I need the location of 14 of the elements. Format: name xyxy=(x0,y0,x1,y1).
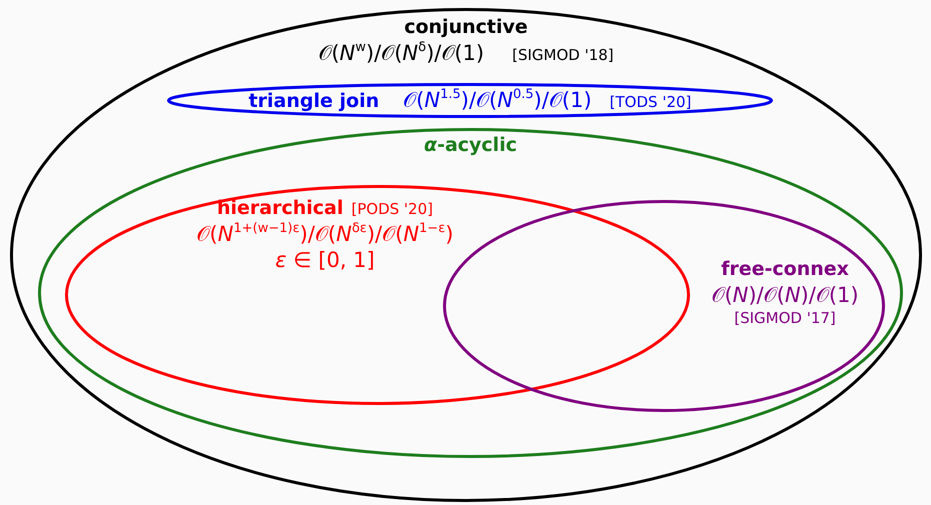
set-name: triangle join xyxy=(248,90,380,112)
complexity-formula: 𝒪(N$^{w}$)/𝒪(N$^{δ}$)/𝒪(1) xyxy=(318,40,484,65)
set-name: conjunctive xyxy=(404,16,528,38)
citation: [PODS '20] xyxy=(351,200,433,218)
set-name: hierarchical xyxy=(217,197,344,219)
set-name: α-acyclic xyxy=(424,134,517,156)
citation: [TODS '20] xyxy=(610,93,692,111)
parameter-range: ε ∈ [0, 1] xyxy=(275,248,375,272)
citation: [SIGMOD '18] xyxy=(512,46,614,64)
set-name: free-connex xyxy=(721,258,849,280)
complexity-formula: 𝒪(N)/𝒪(N)/𝒪(1) xyxy=(711,282,859,307)
citation: [SIGMOD '17] xyxy=(734,309,836,327)
complexity-formula: 𝒪(N$^{1+(w−1)ε}$)/𝒪(N$^{δε}$)/𝒪(N$^{1−ε}$) xyxy=(196,222,454,246)
complexity-formula: 𝒪(N$^{1.5}$)/𝒪(N$^{0.5}$)/𝒪(1) xyxy=(403,88,592,112)
